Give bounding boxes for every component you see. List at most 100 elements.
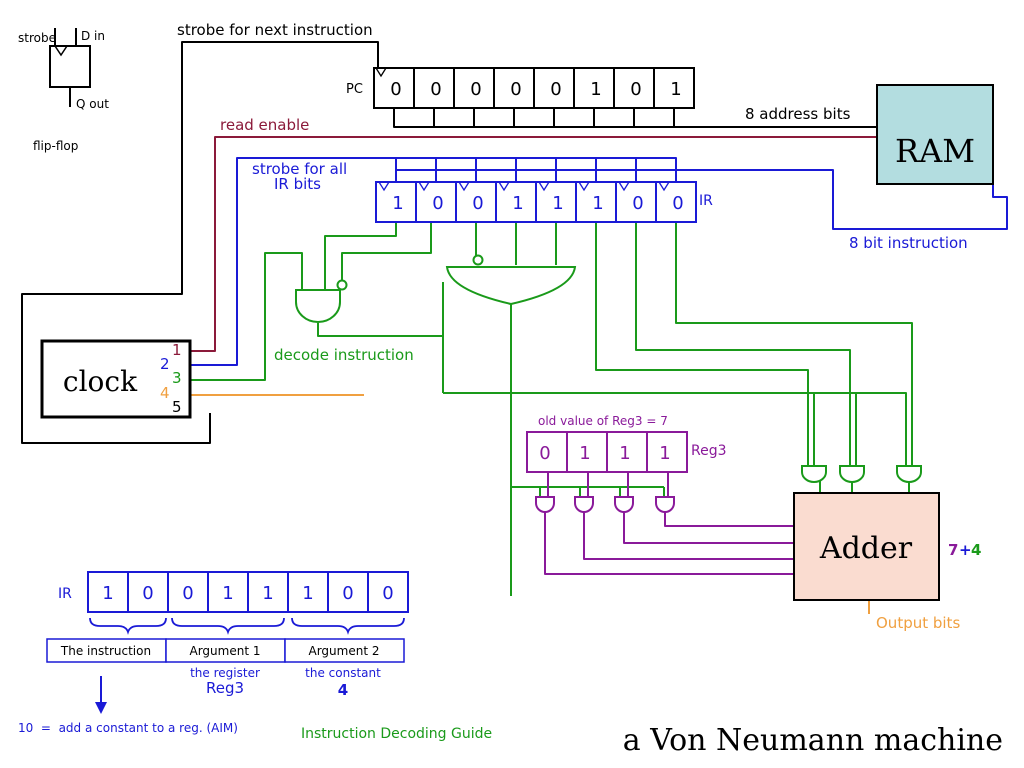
pc-label: PC <box>346 82 363 97</box>
reg3-bit: 1 <box>619 443 630 464</box>
ir-bit: 1 <box>592 193 603 214</box>
brace-icons <box>89 617 405 635</box>
wire-instruction-bus <box>395 169 1008 230</box>
and-gate-icon <box>535 496 555 513</box>
field-argument-2: Argument 2 <box>309 644 380 658</box>
sum-a: 7 <box>948 541 958 559</box>
pc-bit: 0 <box>510 79 521 100</box>
ir-bit: 1 <box>552 193 563 214</box>
strobe-ir-label-2: IR bits <box>274 175 321 193</box>
wire-strobe-next <box>21 41 379 444</box>
arg1-sub1: the register <box>190 666 260 680</box>
strobe-next-label: strobe for next instruction <box>177 21 373 39</box>
pc-bit: 1 <box>670 79 681 100</box>
pc-bit: 0 <box>390 79 401 100</box>
reg3-bit: 1 <box>659 443 670 464</box>
read-enable-label: read enable <box>220 116 309 134</box>
clock-triangle-icon <box>54 45 68 57</box>
adder-and-gates <box>801 465 922 483</box>
clock-block: clock 1 2 3 4 5 <box>40 339 192 419</box>
pc-bit: 0 <box>630 79 641 100</box>
flip-flop-legend: strobe D in Q out flip-flop <box>18 28 109 153</box>
ram-label: RAM <box>895 132 975 170</box>
pc-register: 0 0 0 0 0 1 0 1 <box>373 67 695 109</box>
ram-block: RAM <box>876 84 994 185</box>
ir-label: IR <box>699 193 713 209</box>
flip-flop-qout-label: Q out <box>76 97 109 111</box>
and-gate-icon <box>655 496 675 513</box>
clock-phase-1: 1 <box>172 341 182 359</box>
reg3-and-gates <box>535 496 675 513</box>
strobe-ir-label-1: strobe for all <box>252 160 347 178</box>
flip-flop-box <box>49 45 91 88</box>
ir-bit: 0 <box>432 193 443 214</box>
and-gate-icon <box>574 496 594 513</box>
clock-phase-4: 4 <box>160 384 170 402</box>
wire-pc-bus <box>393 108 675 128</box>
ir-bit: 0 <box>672 193 683 214</box>
ir-bit: 1 <box>392 193 403 214</box>
reg3-label: Reg3 <box>691 443 727 459</box>
pc-bit: 0 <box>550 79 561 100</box>
clock-phase-2: 2 <box>160 355 170 373</box>
pc-bit: 0 <box>430 79 441 100</box>
brace-icon <box>171 617 285 635</box>
wire-strobe-ir <box>190 157 397 366</box>
pc-bit: 1 <box>590 79 601 100</box>
reg3-bit: 0 <box>539 443 550 464</box>
instruction-bits-label: 8 bit instruction <box>849 234 968 252</box>
guide-bit: 0 <box>142 583 153 604</box>
field-argument-1: Argument 1 <box>190 644 261 658</box>
and-gate-icon <box>839 465 865 483</box>
flip-flop-strobe-label: strobe <box>18 31 56 45</box>
address-bits-label: 8 address bits <box>745 105 851 123</box>
guide-bit: 0 <box>382 583 393 604</box>
reg3-bit: 1 <box>579 443 590 464</box>
opcode-note: 10 = add a constant to a reg. (AIM) <box>18 721 238 735</box>
and-gate-icon <box>614 496 634 513</box>
adder-block: Adder 7 + 4 <box>793 492 981 601</box>
clock-label: clock <box>63 365 138 398</box>
old-value-label: old value of Reg3 = 7 <box>538 414 668 428</box>
flip-flop-caption: flip-flop <box>33 139 78 153</box>
field-instruction: The instruction <box>60 644 151 658</box>
guide-bit: 1 <box>302 583 313 604</box>
flip-flop-din-label: D in <box>81 29 105 43</box>
brace-icon <box>89 617 167 635</box>
decode-and-gate-small <box>295 279 348 323</box>
ir-register: 1 0 0 1 1 1 0 0 <box>375 181 697 223</box>
sum-b: 4 <box>971 541 981 559</box>
arg1-sub2: Reg3 <box>206 679 244 697</box>
pc-bit: 0 <box>470 79 481 100</box>
and-gate-icon <box>896 465 922 483</box>
clock-phase-5: 5 <box>172 398 182 416</box>
clock-phase-3: 3 <box>172 369 182 387</box>
guide-bit: 0 <box>342 583 353 604</box>
guide-bit: 1 <box>222 583 233 604</box>
decode-label: decode instruction <box>274 346 414 364</box>
adder-label: Adder <box>819 531 913 566</box>
wire-reg3 <box>544 472 794 575</box>
and-gate-icon <box>801 465 827 483</box>
guide-bit: 1 <box>262 583 273 604</box>
guide-ir-label: IR <box>58 586 72 602</box>
page-title: a Von Neumann machine <box>623 723 1003 758</box>
inverter-bubble-icon <box>336 279 348 291</box>
arg2-sub1: the constant <box>305 666 381 680</box>
reg3-register: old value of Reg3 = 7 0 1 1 1 Reg3 <box>526 414 727 473</box>
wire-read-enable <box>190 136 877 352</box>
wire-decode <box>190 222 913 596</box>
output-bits-label: Output bits <box>876 614 960 632</box>
sum-op: + <box>959 541 972 559</box>
arg2-sub2: 4 <box>338 681 348 699</box>
decode-and-gate-large <box>445 254 577 306</box>
guide-bit: 1 <box>102 583 113 604</box>
guide-bit: 0 <box>182 583 193 604</box>
ir-bit: 0 <box>632 193 643 214</box>
brace-icon <box>291 617 405 635</box>
guide-caption: Instruction Decoding Guide <box>301 726 492 742</box>
decoding-guide: IR 1 0 0 1 1 1 0 0 The instruction Argum… <box>18 571 492 742</box>
inverter-bubble-icon <box>472 254 484 266</box>
wire-pc-taps <box>433 108 635 127</box>
